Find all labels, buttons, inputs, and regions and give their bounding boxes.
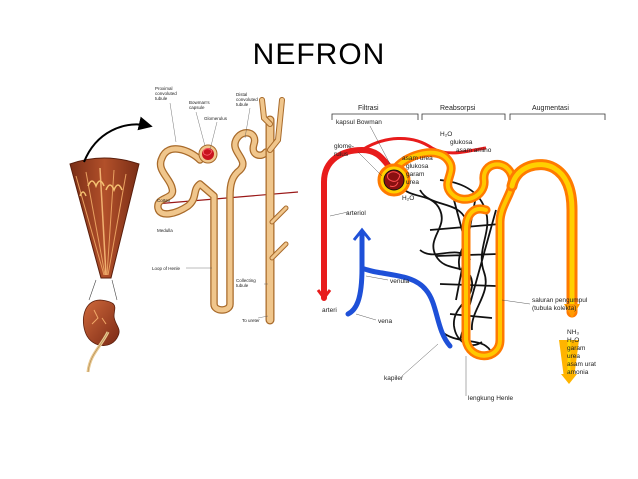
arteriole-vessel [321, 146, 397, 301]
label-medulla: Medulla [157, 228, 173, 233]
label-cortex: Cortex [157, 198, 171, 203]
label-reabsorb-glukosa: glukosa [450, 139, 473, 146]
label-saluran-1: saluran pengumpul [532, 297, 588, 304]
label-glomerulus: Glomerulus [204, 116, 228, 121]
kidney [83, 299, 120, 346]
label-to-ureter: To ureter [242, 318, 260, 323]
collecting-duct [506, 159, 578, 318]
glomerulus [202, 148, 214, 160]
label-loop-of-henle: Loop of Henle [152, 266, 181, 271]
label-proximal-1: Proximal [155, 86, 173, 91]
label-urine-garam: garam [567, 345, 585, 352]
label-kapiler: kapiler [384, 375, 404, 382]
label-distal-1: Distal [236, 92, 247, 97]
label-filtrate-h2o: H₂O [402, 195, 414, 202]
label-urine-h2o: H₂O [567, 337, 579, 344]
label-bowman-1: Bowman's [189, 100, 210, 105]
right-nephron [316, 136, 580, 384]
label-urine-asam-urat: asam urat [567, 361, 596, 368]
label-filtrate-glukosa: glukosa [406, 163, 429, 170]
label-urine-nh3: NH₃ [567, 329, 579, 336]
label-vena: vena [378, 318, 392, 325]
label-distal-2: convoluted [236, 97, 258, 102]
left-labels: Proximal convoluted tubule Bowman's caps… [152, 86, 269, 323]
glomerulus-right [383, 169, 405, 191]
label-reabsorb-asam-amino: asam amino [456, 147, 492, 154]
label-filtrate-urea: urea [406, 179, 419, 186]
label-kapsul-bowman: kapsul Bowman [336, 119, 382, 126]
label-collecting-1: Collecting [236, 278, 256, 283]
kidney-section [69, 116, 153, 373]
venule-vessel [345, 229, 453, 349]
header-reabsorpsi: Reabsorpsi [440, 105, 476, 112]
label-collecting-2: tubule [236, 283, 249, 288]
header-augmentasi: Augmentasi [532, 105, 569, 112]
label-urine-amonia: amonia [567, 369, 589, 376]
label-proximal-3: tubule [155, 96, 168, 101]
label-urine-urea: urea [567, 353, 580, 360]
label-saluran-2: (tubula kolekta) [532, 305, 576, 312]
label-arteriol: arteriol [346, 210, 366, 217]
label-bowman-2: capsule [189, 105, 205, 110]
left-nephron [154, 97, 299, 325]
header-filtrasi: Filtrasi [358, 105, 379, 112]
label-venula: venula [390, 278, 410, 285]
label-filtrate-garam: garam [406, 171, 424, 178]
label-glomerulus-1: glome- [334, 143, 354, 150]
process-headers: Filtrasi Reabsorpsi Augmentasi [331, 105, 606, 120]
urine-arrow [564, 304, 580, 318]
zoom-arrow [83, 116, 153, 163]
label-reabsorb-h2o: H₂O [440, 131, 452, 138]
label-lengkung-henle: lengkung Henle [468, 395, 514, 402]
right-labels: kapsul Bowman glome- rulus arteriol arte… [322, 119, 596, 402]
label-glomerulus-2: rulus [334, 151, 349, 158]
label-filtrate-asam-urea: asam urea [402, 155, 433, 162]
label-proximal-2: convoluted [155, 91, 177, 96]
slide-title: NEFRON [252, 38, 386, 71]
label-distal-3: tubule [236, 102, 249, 107]
label-arteri: arteri [322, 307, 337, 314]
